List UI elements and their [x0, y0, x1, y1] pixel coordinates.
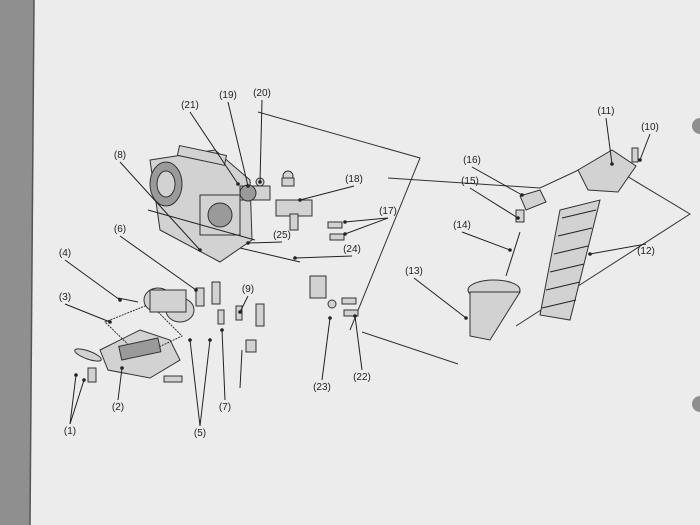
callout-label-c9: (9)	[242, 284, 254, 295]
leader-arrowhead-c9	[238, 310, 242, 314]
callout-labels: (1) (2) (3) (4) (5) (6) (7) (8) (9) (10) (11) (12) (…	[59, 88, 659, 439]
leader-line-c24	[294, 255, 353, 259]
float-bowl	[74, 303, 183, 383]
leader-arrowhead-c7	[220, 328, 224, 332]
leader-line-c13	[413, 277, 467, 319]
callout-label-c1: (1)	[64, 426, 76, 437]
leader-arrowhead-c17	[343, 232, 347, 236]
linkage	[239, 170, 359, 317]
leader-arrowhead-c19	[246, 184, 250, 188]
callout-label-c18: (18)	[345, 174, 363, 185]
callout-label-c6: (6)	[114, 224, 126, 235]
leader-arrowhead-c11	[610, 162, 614, 166]
leader-arrowhead-c6	[194, 288, 198, 292]
vacuum-piston-set	[467, 147, 639, 341]
callout-label-c19: (19)	[219, 90, 237, 101]
leader-line-c2	[117, 367, 123, 401]
callout-label-c20: (20)	[253, 88, 271, 99]
punch-hole	[692, 118, 700, 134]
leader-arrowhead-c18	[298, 198, 302, 202]
callout-label-c22: (22)	[353, 372, 371, 383]
leader-arrowhead-c5	[208, 338, 212, 342]
callout-leaders	[64, 99, 651, 427]
leader-line-c5	[199, 339, 211, 427]
callout-label-c12: (12)	[637, 246, 655, 257]
leader-line-c8	[119, 161, 201, 251]
callout-label-c5: (5)	[194, 428, 206, 439]
callout-label-c23: (23)	[313, 382, 331, 393]
leader-line-c23	[321, 317, 331, 381]
callout-label-c15: (15)	[461, 176, 479, 187]
leader-line-c1	[69, 379, 85, 425]
callout-label-c24: (24)	[343, 244, 361, 255]
leader-line-c10	[639, 133, 651, 161]
leader-line-c11	[605, 117, 613, 165]
callout-label-c17: (17)	[379, 206, 397, 217]
leader-arrowhead-c1	[74, 373, 78, 377]
leader-arrowhead-c14	[508, 248, 512, 252]
callout-label-c10: (10)	[641, 122, 659, 133]
leader-line-c16	[471, 166, 523, 196]
leader-line-c21	[189, 111, 239, 185]
leader-line-c9	[239, 295, 249, 313]
leader-line-c19	[227, 101, 249, 187]
leader-line-c17	[344, 217, 389, 235]
leader-arrowhead-c17	[343, 220, 347, 224]
leader-arrowhead-c15	[516, 216, 520, 220]
callout-label-c21: (21)	[181, 100, 199, 111]
callout-label-c11: (11)	[597, 106, 614, 117]
callout-label-c25: (25)	[273, 230, 291, 241]
leader-arrowhead-c8	[198, 248, 202, 252]
leader-arrowhead-c12	[588, 252, 592, 256]
callout-label-c4: (4)	[59, 248, 71, 259]
callout-label-c14: (14)	[453, 220, 471, 231]
leader-arrowhead-c5	[188, 338, 192, 342]
leader-line-c14	[461, 231, 511, 251]
float	[117, 287, 195, 323]
leader-arrowhead-c21	[236, 182, 240, 186]
callout-label-c2: (2)	[112, 402, 124, 413]
leader-arrowhead-c24	[293, 256, 297, 260]
leader-arrowhead-c3	[108, 320, 112, 324]
callout-label-c16: (16)	[463, 155, 481, 166]
leader-line-c3	[64, 303, 111, 323]
leader-line-c15	[469, 187, 519, 219]
leader-line-c20	[259, 99, 263, 183]
leader-arrowhead-c22	[353, 314, 357, 318]
punch-hole	[692, 396, 700, 412]
leader-arrowhead-c16	[520, 193, 524, 197]
leader-arrowhead-c2	[120, 366, 124, 370]
leader-arrowhead-c10	[638, 158, 642, 162]
leader-line-c25	[247, 241, 283, 244]
leader-arrowhead-c13	[464, 316, 468, 320]
leader-arrowhead-c4	[118, 298, 122, 302]
leader-line-c18	[299, 185, 355, 201]
leader-line-c22	[354, 315, 363, 371]
leader-line-c5	[189, 339, 201, 427]
leader-line-c17	[344, 217, 389, 223]
leader-arrowhead-c1	[82, 378, 86, 382]
leader-line-c6	[119, 235, 197, 291]
callout-label-c7: (7)	[219, 402, 231, 413]
callout-label-c8: (8)	[114, 150, 126, 161]
callout-label-c13: (13)	[405, 266, 423, 277]
leader-line-c12	[589, 243, 647, 255]
leader-arrowhead-c20	[258, 180, 262, 184]
carburetor-body	[147, 144, 256, 263]
leader-arrowhead-c25	[246, 241, 250, 245]
callout-label-c3: (3)	[59, 292, 71, 303]
spring-coils	[541, 209, 597, 309]
leader-arrowhead-c23	[328, 316, 332, 320]
leader-line-c1	[69, 374, 77, 425]
leader-line-c7	[221, 329, 226, 401]
leader-line-c4	[64, 259, 121, 301]
